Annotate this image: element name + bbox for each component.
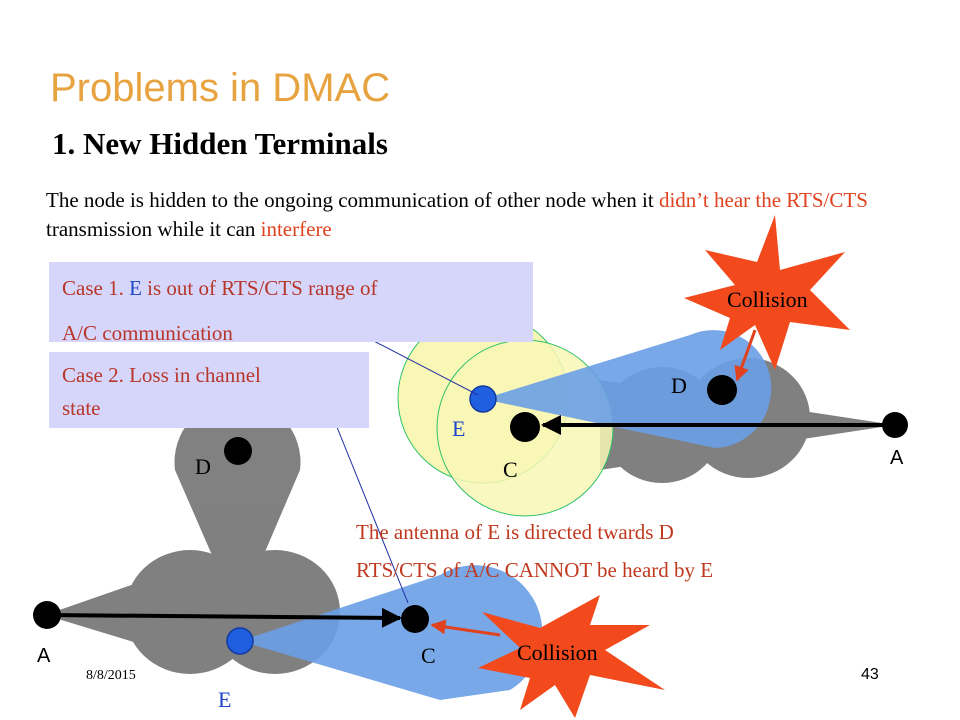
scenario2-node-a-label: A bbox=[37, 645, 51, 667]
page-title: Problems in DMAC bbox=[50, 66, 391, 110]
case1-line2: A/C communication bbox=[62, 321, 233, 345]
scenario2-collision-arrow bbox=[430, 619, 501, 637]
description-part1: The node is hidden to the ongoing commun… bbox=[46, 188, 659, 212]
case2-box bbox=[49, 352, 369, 428]
footer-date: 8/8/2015 bbox=[86, 668, 136, 683]
scenario1-node-c-label: C bbox=[503, 457, 518, 482]
scenario2-link-a-c bbox=[46, 607, 402, 628]
case2-line1: Case 2. Loss in channel bbox=[62, 363, 261, 387]
case1-line1-post: is out of RTS/CTS range of bbox=[141, 276, 378, 300]
scenario2-group bbox=[33, 399, 665, 718]
description-text: The node is hidden to the ongoing commun… bbox=[46, 186, 926, 244]
scenario2-node-d-dot bbox=[224, 437, 252, 465]
scenario1-node-c-dot bbox=[510, 412, 540, 442]
scenario1-node-e-label: E bbox=[452, 416, 466, 441]
page-number: 43 bbox=[861, 666, 879, 683]
scenario2-node-d-label: D bbox=[195, 454, 211, 479]
scenario1-collision-burst bbox=[684, 215, 850, 370]
scenario1-group bbox=[397, 215, 908, 517]
case1-line1: Case 1. E is out of RTS/CTS range of bbox=[62, 276, 377, 301]
scenario2-node-e-label: E bbox=[218, 687, 232, 712]
description-part4: interfere bbox=[260, 217, 332, 241]
scenario1-node-d-label: D bbox=[671, 373, 687, 398]
scenario1-node-a-dot bbox=[882, 412, 908, 438]
case1-callout-line bbox=[367, 337, 479, 396]
scenario2-collision-label: Collision bbox=[517, 640, 598, 665]
case1-box bbox=[49, 262, 533, 342]
scenario2-node-a-dot bbox=[33, 601, 61, 629]
description-part2: didn’t hear the RTS/CTS bbox=[658, 188, 868, 212]
case2-line2: state bbox=[62, 396, 101, 420]
scenario2-collision-burst bbox=[478, 595, 665, 718]
scenario2-node-c-label: C bbox=[421, 643, 436, 668]
scenario2-e-beam bbox=[240, 565, 543, 700]
scenario1-node-a-label: A bbox=[890, 447, 904, 469]
scenario1-collision-arrow bbox=[734, 329, 757, 382]
scenario2-node-c-dot bbox=[401, 605, 429, 633]
case1-line1-pre: Case 1. bbox=[62, 276, 130, 300]
scenario2-note2: RTS/CTS of A/C CANNOT be heard by E bbox=[356, 558, 714, 582]
scenario1-node-e-dot bbox=[469, 385, 497, 413]
scenario1-node-d-dot bbox=[707, 375, 737, 405]
case1-node-e: E bbox=[129, 276, 142, 300]
page-subtitle: 1. New Hidden Terminals bbox=[52, 126, 388, 161]
scenario2-pattern bbox=[45, 399, 340, 674]
description-part3: transmission while it can bbox=[46, 217, 261, 241]
scenario1-e-beam bbox=[483, 330, 772, 448]
scenario2-note1: The antenna of E is directed twards D bbox=[356, 520, 674, 544]
scenario2-node-e-dot bbox=[226, 627, 254, 655]
scenario1-collision-label: Collision bbox=[727, 287, 808, 312]
